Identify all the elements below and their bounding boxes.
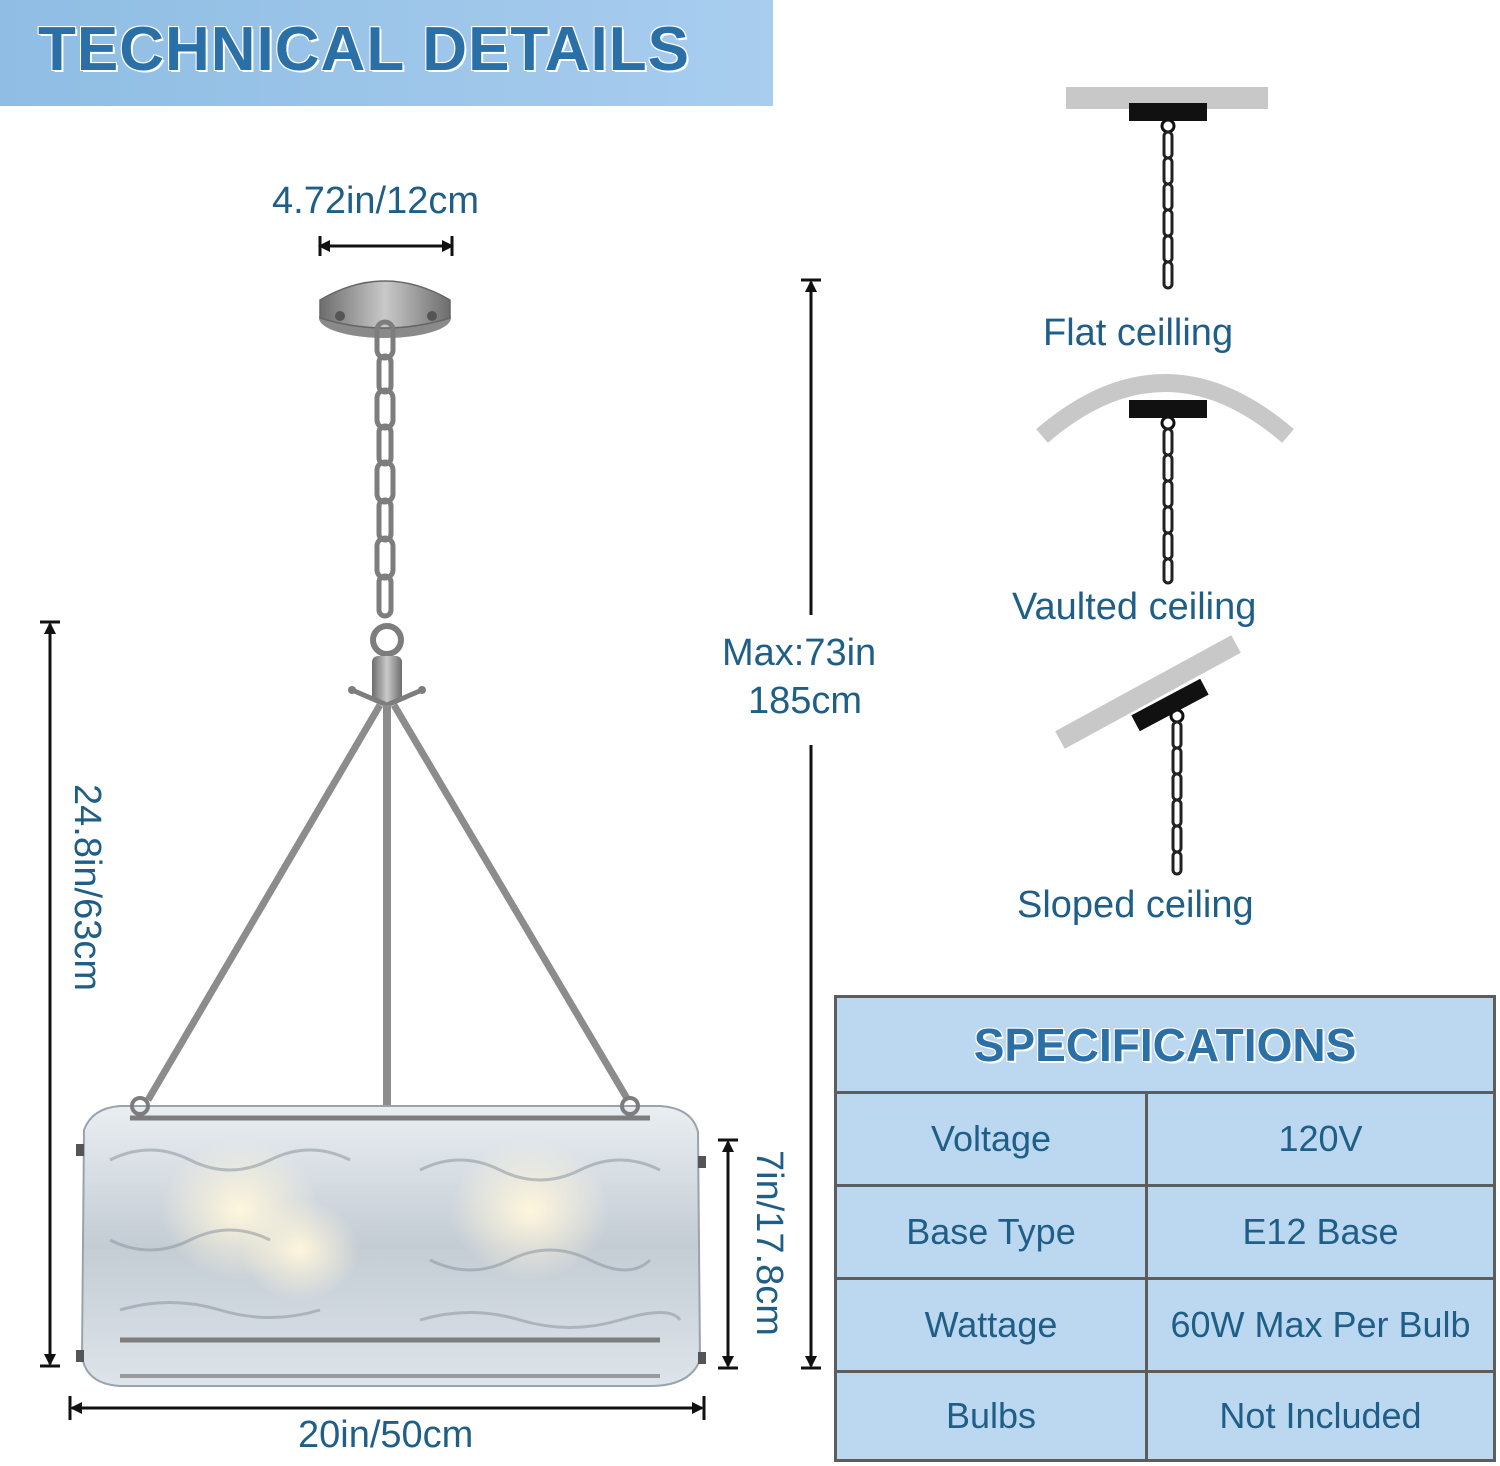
spec-row-voltage: Voltage 120V	[837, 1094, 1493, 1187]
spec-value: Not Included	[1219, 1395, 1422, 1436]
spec-value: E12 Base	[1242, 1211, 1399, 1252]
header-banner	[0, 0, 773, 106]
page-title: TECHNICAL DETAILS	[38, 15, 690, 84]
spec-row-bulbs: Bulbs Not Included	[837, 1373, 1493, 1459]
pendant-light-image	[76, 280, 706, 1387]
total-height-label: 24.8in/63cm	[66, 784, 108, 992]
specifications-table: SPECIFICATIONS Voltage 120V Base Type E1…	[834, 995, 1496, 1462]
spec-key: Voltage	[837, 1094, 1148, 1184]
total-height-arrow	[40, 620, 60, 1368]
max-height-label-line1: Max:73in	[722, 632, 877, 674]
spec-key: Base Type	[837, 1187, 1148, 1277]
flat-ceiling-icon	[1066, 87, 1268, 290]
spec-row-base-type: Base Type E12 Base	[837, 1187, 1493, 1280]
max-height-label-line2: 185cm	[748, 680, 863, 722]
shade-width-arrow	[68, 1396, 706, 1420]
spec-key: Bulbs	[837, 1373, 1148, 1459]
spec-row-wattage: Wattage 60W Max Per Bulb	[837, 1280, 1493, 1373]
spec-value: 60W Max Per Bulb	[1170, 1304, 1471, 1345]
vaulted-ceiling-icon	[1036, 374, 1294, 585]
sloped-ceiling-label: Sloped ceiling	[1017, 884, 1254, 926]
flat-ceiling-label: Flat ceilling	[1043, 312, 1234, 354]
spec-key: Wattage	[837, 1280, 1148, 1370]
spec-value: 120V	[1278, 1118, 1363, 1159]
vaulted-ceiling-label: Vaulted ceiling	[1012, 586, 1257, 628]
canopy-width-label: 4.72in/12cm	[272, 180, 480, 222]
shade-height-label: 7in/17.8cm	[748, 1150, 790, 1336]
shade-height-arrow	[718, 1138, 738, 1370]
canopy-width-arrow	[318, 236, 454, 256]
shade-width-label: 20in/50cm	[298, 1414, 474, 1456]
sloped-ceiling-icon	[1055, 635, 1241, 876]
specifications-title: SPECIFICATIONS	[837, 998, 1493, 1094]
max-height-arrow	[801, 278, 821, 1370]
